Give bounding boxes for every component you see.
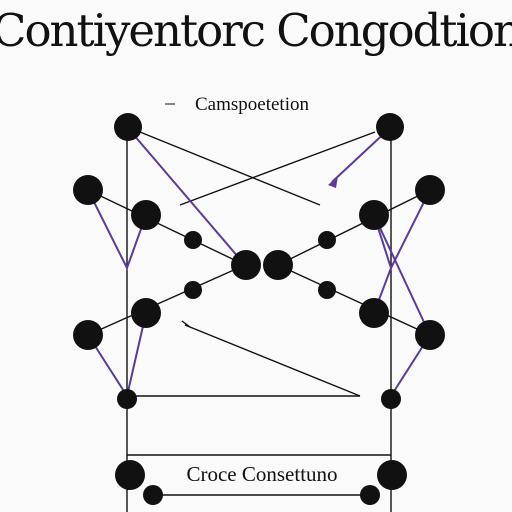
bottom-label: Croce Consettuno (186, 462, 337, 486)
nodes (73, 113, 445, 505)
diagram-title: Contiyentorc Congodtion (0, 4, 512, 57)
node-top-left (114, 113, 142, 141)
arrowhead-icon (328, 176, 338, 188)
node-center-left (231, 250, 261, 280)
accent-line-right-diag (373, 214, 431, 336)
node-left-outer-lower (73, 320, 103, 350)
node-bottom-right-small (360, 485, 380, 505)
node-right-inner-lower (359, 298, 389, 328)
node-left-outer-upper (73, 175, 103, 205)
node-left-small-lower (184, 281, 202, 299)
node-left-inner-lower (131, 298, 161, 328)
node-left-bottom (117, 389, 137, 409)
node-bottom-left-large (115, 460, 145, 490)
node-top-right (376, 113, 404, 141)
accent-line-left-mid (87, 189, 147, 271)
lower-diagonal-tick (181, 320, 191, 328)
center-line-a (87, 189, 246, 266)
node-right-outer-upper (415, 175, 445, 205)
lower-diagonal-line (184, 324, 361, 397)
node-left-small-upper (184, 231, 202, 249)
node-bottom-right-large (377, 460, 407, 490)
node-right-small-lower (318, 281, 336, 299)
node-right-bottom (381, 389, 401, 409)
center-line-d (277, 264, 431, 336)
node-center-right (263, 250, 293, 280)
top-cross-line-b (179, 131, 376, 206)
node-right-inner-upper (359, 200, 389, 230)
structure-lines (87, 127, 431, 512)
accent-line-left-top (126, 126, 246, 266)
top-label: Camspoetetion (195, 94, 309, 115)
center-line-c (277, 189, 431, 266)
node-right-outer-lower (415, 320, 445, 350)
center-line-b (87, 264, 246, 336)
node-bottom-left-small (143, 485, 163, 505)
node-left-inner-upper (131, 200, 161, 230)
node-right-small-upper (318, 231, 336, 249)
top-cross-line-a (139, 131, 321, 206)
